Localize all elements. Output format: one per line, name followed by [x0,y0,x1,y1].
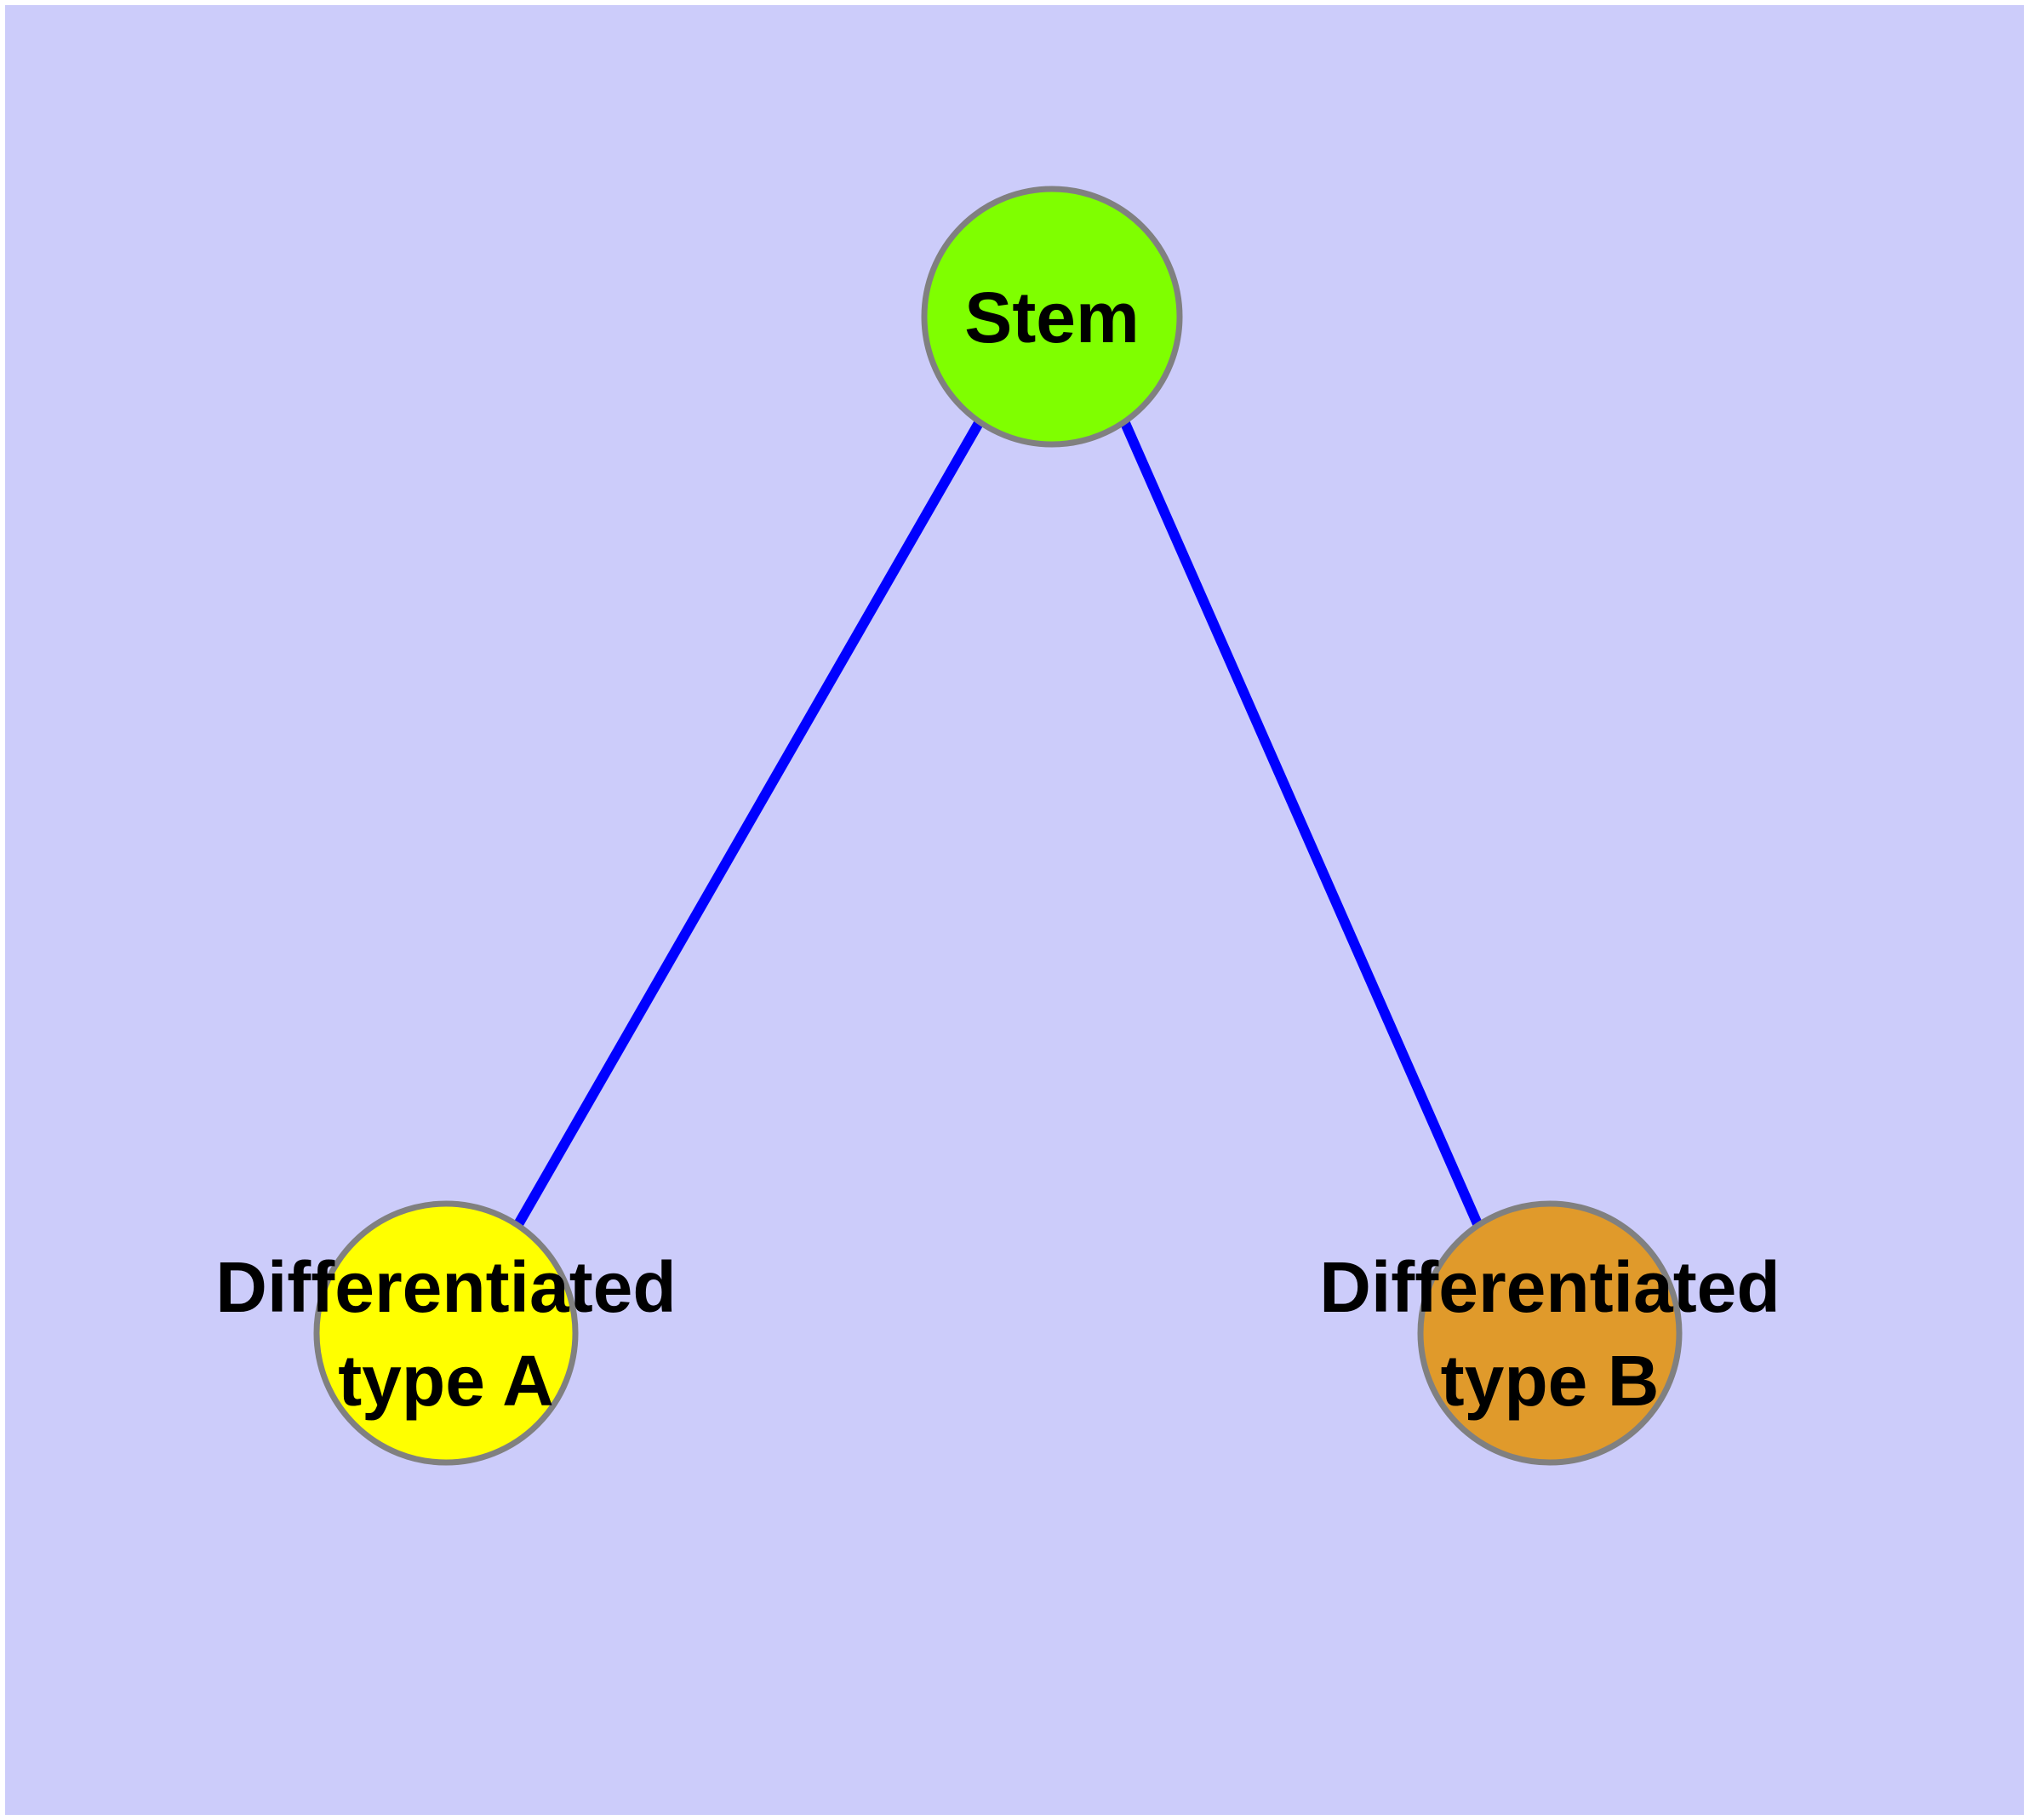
node-stem[interactable]: Stem [921,186,1183,448]
edge-stem-to-differentiated-type-a[interactable] [512,421,984,1228]
node-circle-stem[interactable] [921,186,1183,448]
node-differentiated-type-b[interactable]: Differentiated type B [1319,1200,1780,1466]
node-circle-differentiated-type-a[interactable] [313,1200,579,1466]
node-circle-differentiated-type-b[interactable] [1417,1200,1683,1466]
node-differentiated-type-a[interactable]: Differentiated type A [215,1200,677,1466]
node-label-differentiated-type-b-line1: Differentiated [1319,1247,1780,1327]
node-label-stem-line1: Stem [964,278,1139,358]
node-label-differentiated-type-a-line2: type A [338,1341,554,1421]
edge-stem-to-differentiated-type-b[interactable] [1120,421,1483,1228]
node-label-differentiated-type-b-line2: type B [1441,1341,1660,1421]
node-label-differentiated-type-a-line1: Differentiated [215,1247,676,1327]
